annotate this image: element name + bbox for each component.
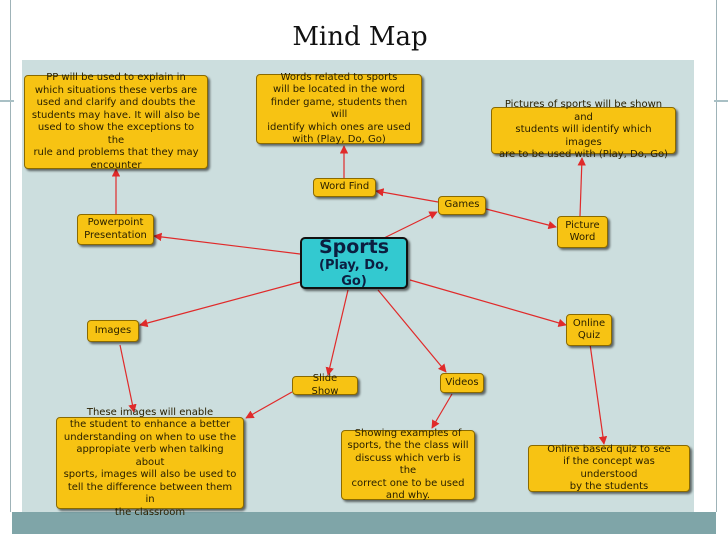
pp-explanation-box: PP will be used to explain in which situ…: [24, 72, 208, 171]
images-box: Images: [87, 320, 139, 342]
arrow-sports-to-videos: [377, 289, 447, 373]
frame-accent-left: [0, 100, 14, 102]
images-explanation-box: These images will enable the student to …: [56, 407, 244, 518]
videos-box: Videos: [440, 373, 484, 393]
arrow-games-to-word-find: [375, 188, 439, 203]
word-find-box: Word Find: [313, 178, 376, 197]
slide-show-box: Slide Show: [292, 373, 358, 397]
powerpoint-presentation-box: Powerpoint Presentation: [77, 214, 154, 245]
arrow-images-to-images-text: [119, 344, 137, 413]
central-topic-subtitle: (Play, Do, Go): [319, 258, 389, 289]
central-topic-title: Sports: [318, 236, 390, 258]
word-finder-explanation-box: Words related to sports will be located …: [256, 72, 422, 145]
picture-word-box: Picture Word: [557, 216, 608, 248]
arrow-sports-to-online-quiz: [409, 279, 567, 327]
arrow-sports-to-powerpoint: [153, 232, 301, 255]
frame-accent-right: [714, 100, 728, 102]
slide-title: Mind Map: [292, 22, 428, 52]
arrow-sports-to-games: [383, 211, 438, 239]
pictures-explanation-box: Pictures of sports will be shown and stu…: [491, 99, 676, 160]
arrow-picture-word-to-pictures-text: [577, 157, 586, 217]
games-box: Games: [438, 196, 486, 215]
online-quiz-box: Online Quiz: [566, 314, 612, 346]
arrow-sports-to-images: [139, 281, 301, 328]
arrow-videos-to-videos-text: [431, 393, 453, 429]
sports-central-topic: Sports (Play, Do, Go): [300, 236, 408, 289]
online-quiz-explanation-box: Online based quiz to see if the concept …: [528, 444, 690, 492]
footer-strip: [12, 512, 716, 534]
arrow-games-to-picture-word: [485, 208, 557, 230]
arrow-online-quiz-to-quiz-text: [589, 343, 608, 445]
frame-line-right: [716, 0, 717, 512]
arrow-sports-to-slide-show: [325, 289, 349, 376]
frame-line-left: [10, 0, 11, 512]
arrow-slide-show-to-images-text: [245, 391, 293, 419]
videos-explanation-box: Showing examples of sports, the the clas…: [341, 428, 475, 501]
